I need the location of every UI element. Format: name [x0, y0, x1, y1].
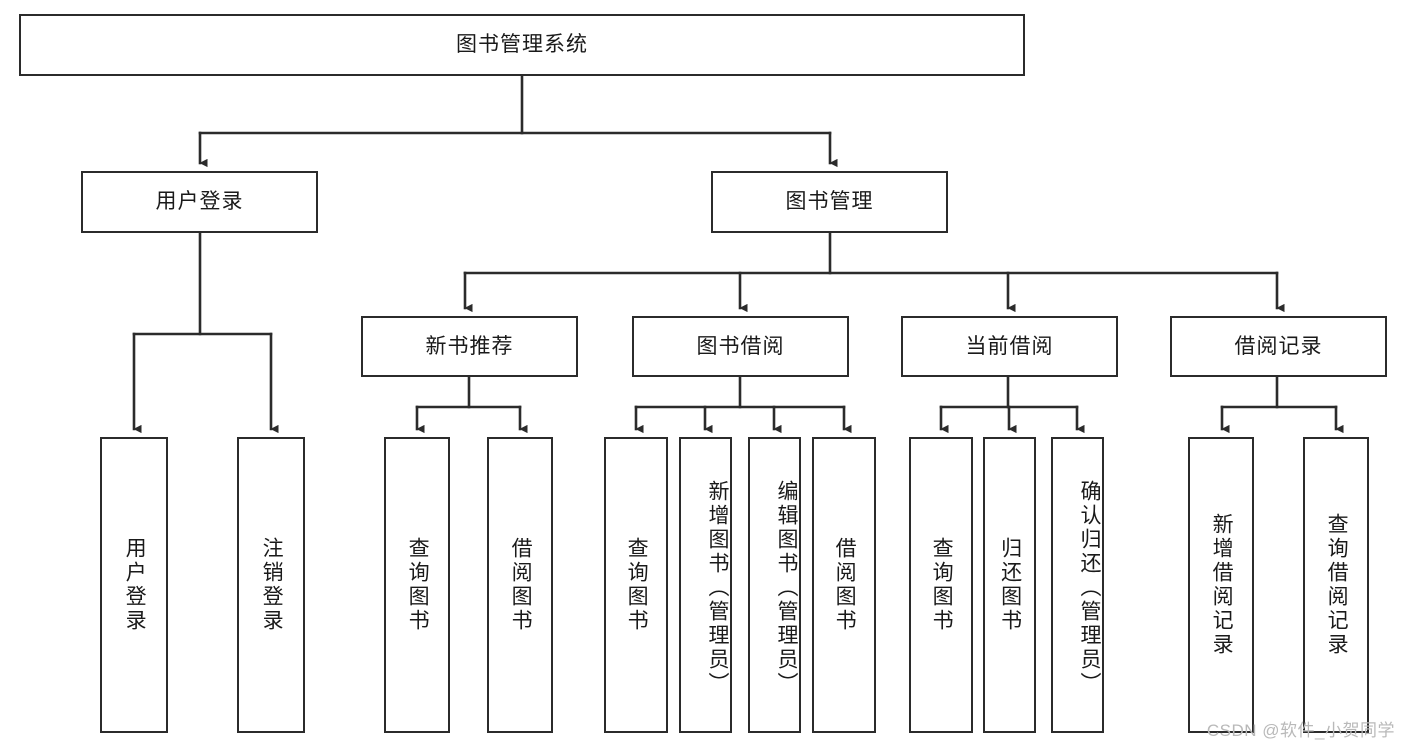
node-leaf-query-book-1[interactable]: 查询图书: [384, 437, 450, 733]
node-book-manage-label: 图书管理: [785, 190, 874, 214]
node-new-book-recommend-label: 新书推荐: [425, 334, 514, 358]
node-user-login[interactable]: 用户登录: [81, 171, 318, 233]
node-leaf-return-book-label: 归还图书: [998, 537, 1022, 633]
node-leaf-query-book-3[interactable]: 查询图书: [909, 437, 973, 733]
node-book-borrow[interactable]: 图书借阅: [632, 316, 849, 377]
node-leaf-borrow-book-2-label: 借阅图书: [833, 537, 857, 633]
node-root-label: 图书管理系统: [456, 33, 588, 57]
node-leaf-query-record[interactable]: 查询借阅记录: [1303, 437, 1369, 733]
node-new-book-recommend[interactable]: 新书推荐: [361, 316, 578, 377]
node-leaf-add-book[interactable]: 新增图书（管理员）: [679, 437, 732, 733]
node-leaf-query-book-1-label: 查询图书: [406, 537, 430, 633]
node-leaf-add-book-label: 新增图书（管理员）: [706, 480, 729, 696]
node-leaf-user-login[interactable]: 用户登录: [100, 437, 168, 733]
node-leaf-add-record-label: 新增借阅记录: [1210, 513, 1234, 657]
node-leaf-user-logout[interactable]: 注销登录: [237, 437, 305, 733]
node-leaf-add-record[interactable]: 新增借阅记录: [1188, 437, 1254, 733]
node-borrow-record-label: 借阅记录: [1234, 334, 1323, 358]
node-book-borrow-label: 图书借阅: [696, 334, 785, 358]
node-book-manage[interactable]: 图书管理: [711, 171, 948, 233]
node-leaf-confirm-return[interactable]: 确认归还（管理员）: [1051, 437, 1104, 733]
node-borrow-record[interactable]: 借阅记录: [1170, 316, 1387, 377]
node-leaf-user-logout-label: 注销登录: [260, 537, 284, 633]
node-leaf-borrow-book-1-label: 借阅图书: [509, 537, 533, 633]
node-current-borrow[interactable]: 当前借阅: [901, 316, 1118, 377]
node-leaf-borrow-book-1[interactable]: 借阅图书: [487, 437, 553, 733]
node-leaf-query-book-2[interactable]: 查询图书: [604, 437, 668, 733]
node-leaf-query-record-label: 查询借阅记录: [1325, 513, 1349, 657]
node-leaf-user-login-label: 用户登录: [123, 537, 147, 633]
node-leaf-return-book[interactable]: 归还图书: [983, 437, 1036, 733]
node-leaf-edit-book[interactable]: 编辑图书（管理员）: [748, 437, 801, 733]
node-leaf-query-book-3-label: 查询图书: [930, 537, 954, 633]
csdn-watermark: CSDN @软件_小贺同学: [1206, 721, 1395, 740]
node-root[interactable]: 图书管理系统: [19, 14, 1025, 76]
node-leaf-confirm-return-label: 确认归还（管理员）: [1078, 480, 1101, 696]
node-user-login-label: 用户登录: [155, 190, 244, 214]
node-leaf-edit-book-label: 编辑图书（管理员）: [775, 480, 798, 696]
node-leaf-query-book-2-label: 查询图书: [625, 537, 649, 633]
node-leaf-borrow-book-2[interactable]: 借阅图书: [812, 437, 876, 733]
node-current-borrow-label: 当前借阅: [965, 334, 1054, 358]
